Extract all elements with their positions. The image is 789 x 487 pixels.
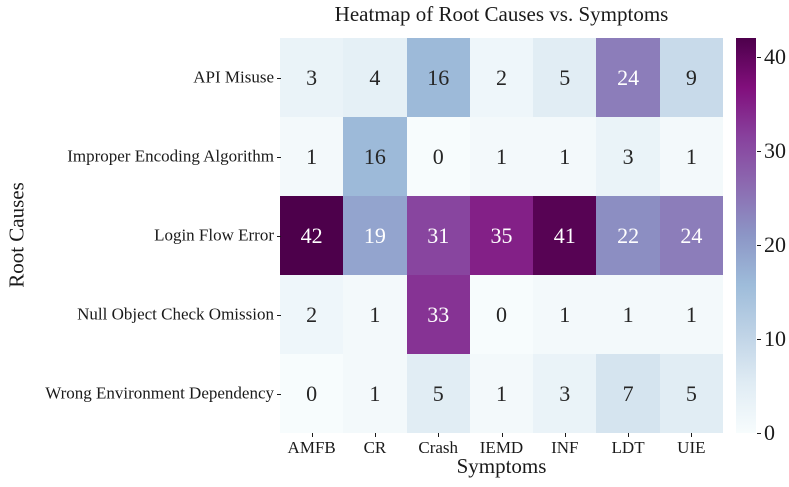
row-tick-label: Null Object Check Omission xyxy=(77,304,274,324)
x-axis-tick xyxy=(628,433,630,437)
heatmap-cell: 35 xyxy=(469,196,534,275)
heatmap-cell: 1 xyxy=(469,117,534,196)
row-tick-label: API Misuse xyxy=(193,67,274,87)
heatmap-cell: 0 xyxy=(280,354,344,433)
heatmap-cell: 33 xyxy=(406,275,470,354)
x-axis-label: Symptoms xyxy=(456,454,547,478)
column-tick-label: LDT xyxy=(611,438,645,457)
colorbar-tick xyxy=(757,244,761,246)
column-tick-label: INF xyxy=(551,438,579,457)
heatmap-cell: 16 xyxy=(343,117,407,196)
colorbar-tick xyxy=(757,433,761,434)
heatmap-cell: 5 xyxy=(406,354,470,433)
colorbar-tick xyxy=(757,338,761,340)
column-tick-label: Crash xyxy=(418,438,459,457)
y-axis-tick xyxy=(277,393,281,395)
x-axis-tick xyxy=(501,433,503,437)
y-axis-tick xyxy=(277,314,281,316)
heatmap-cell: 1 xyxy=(280,117,344,196)
row-tick-label: Improper Encoding Algorithm xyxy=(67,146,274,166)
y-axis-tick xyxy=(277,235,281,237)
heatmap-cell: 16 xyxy=(406,38,470,117)
y-axis-tick xyxy=(277,156,281,158)
heatmap-cell: 22 xyxy=(596,196,660,275)
heatmap-cell: 1 xyxy=(596,275,660,354)
heatmap-cell: 41 xyxy=(533,196,597,275)
colorbar-tick-label: 30 xyxy=(764,137,786,163)
x-axis-tick xyxy=(691,433,693,437)
heatmap-cell: 9 xyxy=(659,38,723,117)
x-axis-tick xyxy=(564,433,566,437)
heatmap-cell: 1 xyxy=(659,275,723,354)
column-tick-label: UIE xyxy=(677,438,706,457)
heatmap-cell: 1 xyxy=(343,275,407,354)
heatmap-cell: 1 xyxy=(533,275,597,354)
heatmap-cell: 1 xyxy=(343,354,407,433)
x-axis-tick xyxy=(374,433,376,437)
heatmap-cell: 2 xyxy=(469,38,534,117)
heatmap-cell: 2 xyxy=(280,275,344,354)
heatmap-cell: 1 xyxy=(659,117,723,196)
heatmap-cell: 3 xyxy=(280,38,344,117)
heatmap-cell: 0 xyxy=(469,275,534,354)
colorbar-tick-label: 0 xyxy=(764,420,775,445)
colorbar-tick-label: 40 xyxy=(764,43,786,69)
heatmap-cell: 3 xyxy=(533,354,597,433)
heatmap-cell: 0 xyxy=(406,117,470,196)
colorbar-tick xyxy=(757,150,761,152)
heatmap-cell: 24 xyxy=(596,38,660,117)
heatmap-cell: 31 xyxy=(406,196,470,275)
colorbar-tick xyxy=(757,56,761,58)
row-tick-label: Login Flow Error xyxy=(154,225,274,245)
row-tick-label: Wrong Environment Dependency xyxy=(45,383,274,403)
heatmap-cell: 1 xyxy=(469,354,534,433)
heatmap-cell: 3 xyxy=(596,117,660,196)
colorbar-tick-label: 10 xyxy=(764,325,786,351)
column-tick-label: IEMD xyxy=(479,438,524,457)
heatmap-cell: 7 xyxy=(596,354,660,433)
heatmap-cell: 24 xyxy=(659,196,723,275)
chart-title: Heatmap of Root Causes vs. Symptoms xyxy=(334,2,669,26)
y-axis-tick xyxy=(277,77,281,79)
colorbar xyxy=(736,38,756,433)
heatmap-cell: 4 xyxy=(343,38,407,117)
heatmap-cell: 19 xyxy=(343,196,407,275)
x-axis-tick xyxy=(438,433,440,437)
heatmap-cell: 1 xyxy=(533,117,597,196)
column-tick-label: CR xyxy=(363,438,387,457)
heatmap-cell: 5 xyxy=(533,38,597,117)
colorbar-tick-label: 20 xyxy=(764,231,786,257)
heatmap-cell: 42 xyxy=(280,196,344,275)
column-tick-label: AMFB xyxy=(287,438,336,457)
heatmap-cell: 5 xyxy=(659,354,723,433)
x-axis-tick xyxy=(311,433,313,437)
